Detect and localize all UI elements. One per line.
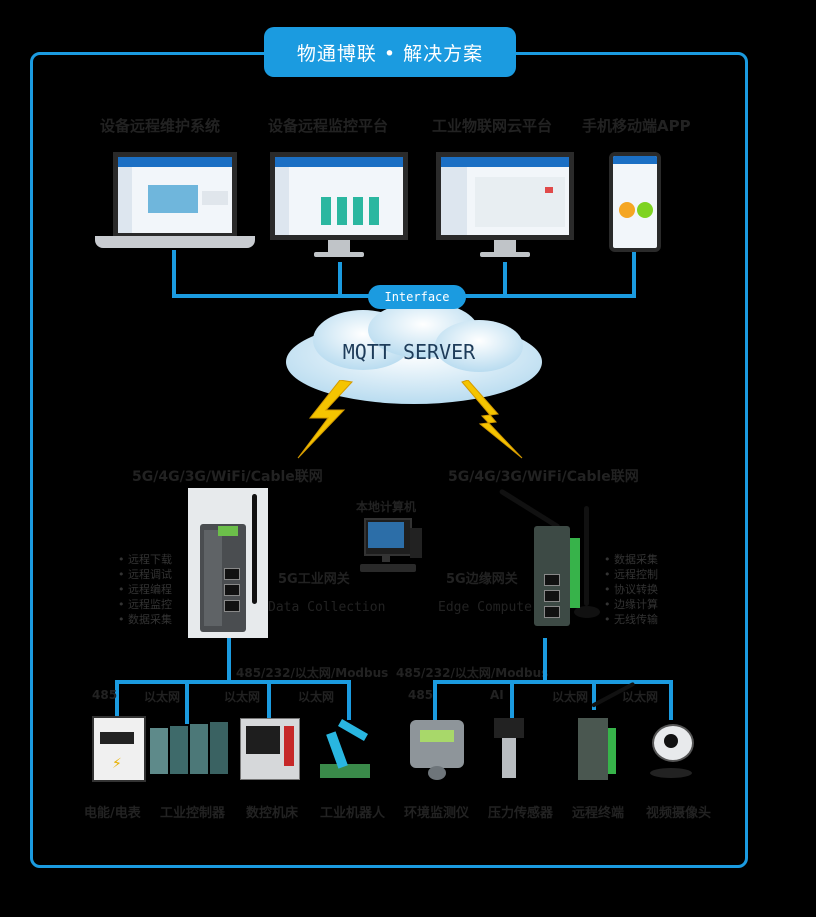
connector-monitor-cloud bbox=[503, 262, 507, 296]
monitor-cloud-platform bbox=[436, 152, 574, 262]
left-gateway-sub-label: Data Collection bbox=[268, 600, 386, 615]
bottom-label-pressure: 压力传感器 bbox=[488, 806, 554, 821]
cloud-icon bbox=[286, 302, 542, 404]
left-gateway-device bbox=[188, 488, 268, 638]
port-label-8: 以太网 bbox=[622, 690, 659, 704]
right-gateway-device bbox=[494, 488, 604, 638]
drop-plc bbox=[185, 680, 189, 724]
port-label-2: 以太网 bbox=[144, 690, 181, 704]
left-bus-label: 485/232/以太网/Modbus bbox=[236, 666, 389, 680]
drop-meter bbox=[115, 680, 119, 720]
right-bus-label: 485/232/以太网/Modbus bbox=[396, 666, 549, 680]
mqtt-server-label: MQTT SERVER bbox=[342, 340, 476, 364]
diagram-title: 物通博联 • 解决方案 bbox=[264, 27, 516, 77]
cnc-device bbox=[240, 718, 300, 780]
port-label-3: 以太网 bbox=[224, 690, 261, 704]
top-label-mobile-app: 手机移动端APP bbox=[582, 117, 691, 135]
center-pc-label: 本地计算机 bbox=[356, 500, 417, 514]
port-label-6: AI bbox=[490, 688, 504, 702]
bottom-label-robot: 工业机器人 bbox=[320, 806, 386, 821]
plc-device bbox=[150, 722, 230, 776]
left-gateway-side-label: 5G工业网关 bbox=[278, 572, 350, 587]
left-gateway-drop bbox=[227, 638, 231, 682]
right-gateway-drop bbox=[543, 638, 547, 682]
drop-env bbox=[433, 680, 437, 720]
robot-device bbox=[312, 716, 376, 780]
left-gateway-header: 5G/4G/3G/WiFi/Cable联网 bbox=[132, 469, 323, 485]
camera-device bbox=[646, 720, 696, 784]
connector-laptop bbox=[172, 250, 176, 296]
right-bullet-2: 远程控制 bbox=[604, 567, 658, 582]
bottom-label-meter: 电能/电表 bbox=[84, 806, 141, 821]
left-bullet-3: 远程编程 bbox=[118, 582, 172, 597]
lightning-right-icon bbox=[461, 380, 523, 459]
laptop-device bbox=[95, 152, 255, 252]
pressure-sensor-device bbox=[490, 718, 530, 784]
top-label-remote-monitoring: 设备远程监控平台 bbox=[268, 117, 389, 135]
bottom-label-cnc: 数控机床 bbox=[246, 806, 299, 821]
left-bullet-5: 数据采集 bbox=[118, 612, 172, 627]
interface-badge: Interface bbox=[368, 285, 466, 309]
right-gateway-header: 5G/4G/3G/WiFi/Cable联网 bbox=[448, 469, 639, 485]
connector-monitor-scada bbox=[338, 262, 342, 296]
port-label-4: 以太网 bbox=[298, 690, 335, 704]
left-bullet-2: 远程调试 bbox=[118, 567, 172, 582]
left-bullet-1: 远程下载 bbox=[118, 552, 172, 567]
top-label-iot-cloud: 工业物联网云平台 bbox=[432, 117, 553, 135]
bottom-label-plc: 工业控制器 bbox=[160, 806, 226, 821]
bottom-label-camera: 视频摄像头 bbox=[646, 806, 712, 821]
env-monitor-device bbox=[410, 720, 466, 782]
mobile-phone bbox=[609, 152, 661, 252]
left-bus-line bbox=[115, 680, 351, 684]
bottom-label-env: 环境监测仪 bbox=[404, 806, 470, 821]
meter-device: ⚡ bbox=[92, 716, 146, 782]
drop-camera bbox=[669, 680, 673, 720]
right-gateway-sub-label: Edge Compute bbox=[438, 600, 532, 615]
drop-cnc bbox=[267, 680, 271, 720]
left-bullet-4: 远程监控 bbox=[118, 597, 172, 612]
drop-pressure bbox=[510, 680, 514, 720]
drop-robot bbox=[347, 680, 351, 720]
port-label-1: 485 bbox=[92, 688, 118, 702]
rtu-device bbox=[578, 681, 636, 784]
right-bullet-5: 无线传输 bbox=[604, 612, 658, 627]
port-label-7: 以太网 bbox=[552, 690, 589, 704]
right-bullet-3: 协议转换 bbox=[604, 582, 658, 597]
bottom-label-rtu: 远程终端 bbox=[572, 806, 625, 821]
drop-rtu bbox=[592, 680, 596, 710]
right-bullet-1: 数据采集 bbox=[604, 552, 658, 567]
right-bullet-4: 边缘计算 bbox=[604, 597, 658, 612]
right-gateway-side-label: 5G边缘网关 bbox=[446, 572, 518, 587]
right-gateway-bullets: 数据采集 远程控制 协议转换 边缘计算 无线传输 bbox=[604, 552, 658, 627]
port-label-5: 485 bbox=[408, 688, 434, 702]
monitor-scada bbox=[270, 152, 408, 262]
lightning-left-icon bbox=[297, 380, 353, 459]
center-pc-device bbox=[360, 518, 424, 574]
right-bus-line bbox=[433, 680, 673, 684]
top-label-remote-maintenance: 设备远程维护系统 bbox=[100, 117, 221, 135]
connector-phone bbox=[632, 252, 636, 296]
left-gateway-bullets: 远程下载 远程调试 远程编程 远程监控 数据采集 bbox=[118, 552, 172, 627]
